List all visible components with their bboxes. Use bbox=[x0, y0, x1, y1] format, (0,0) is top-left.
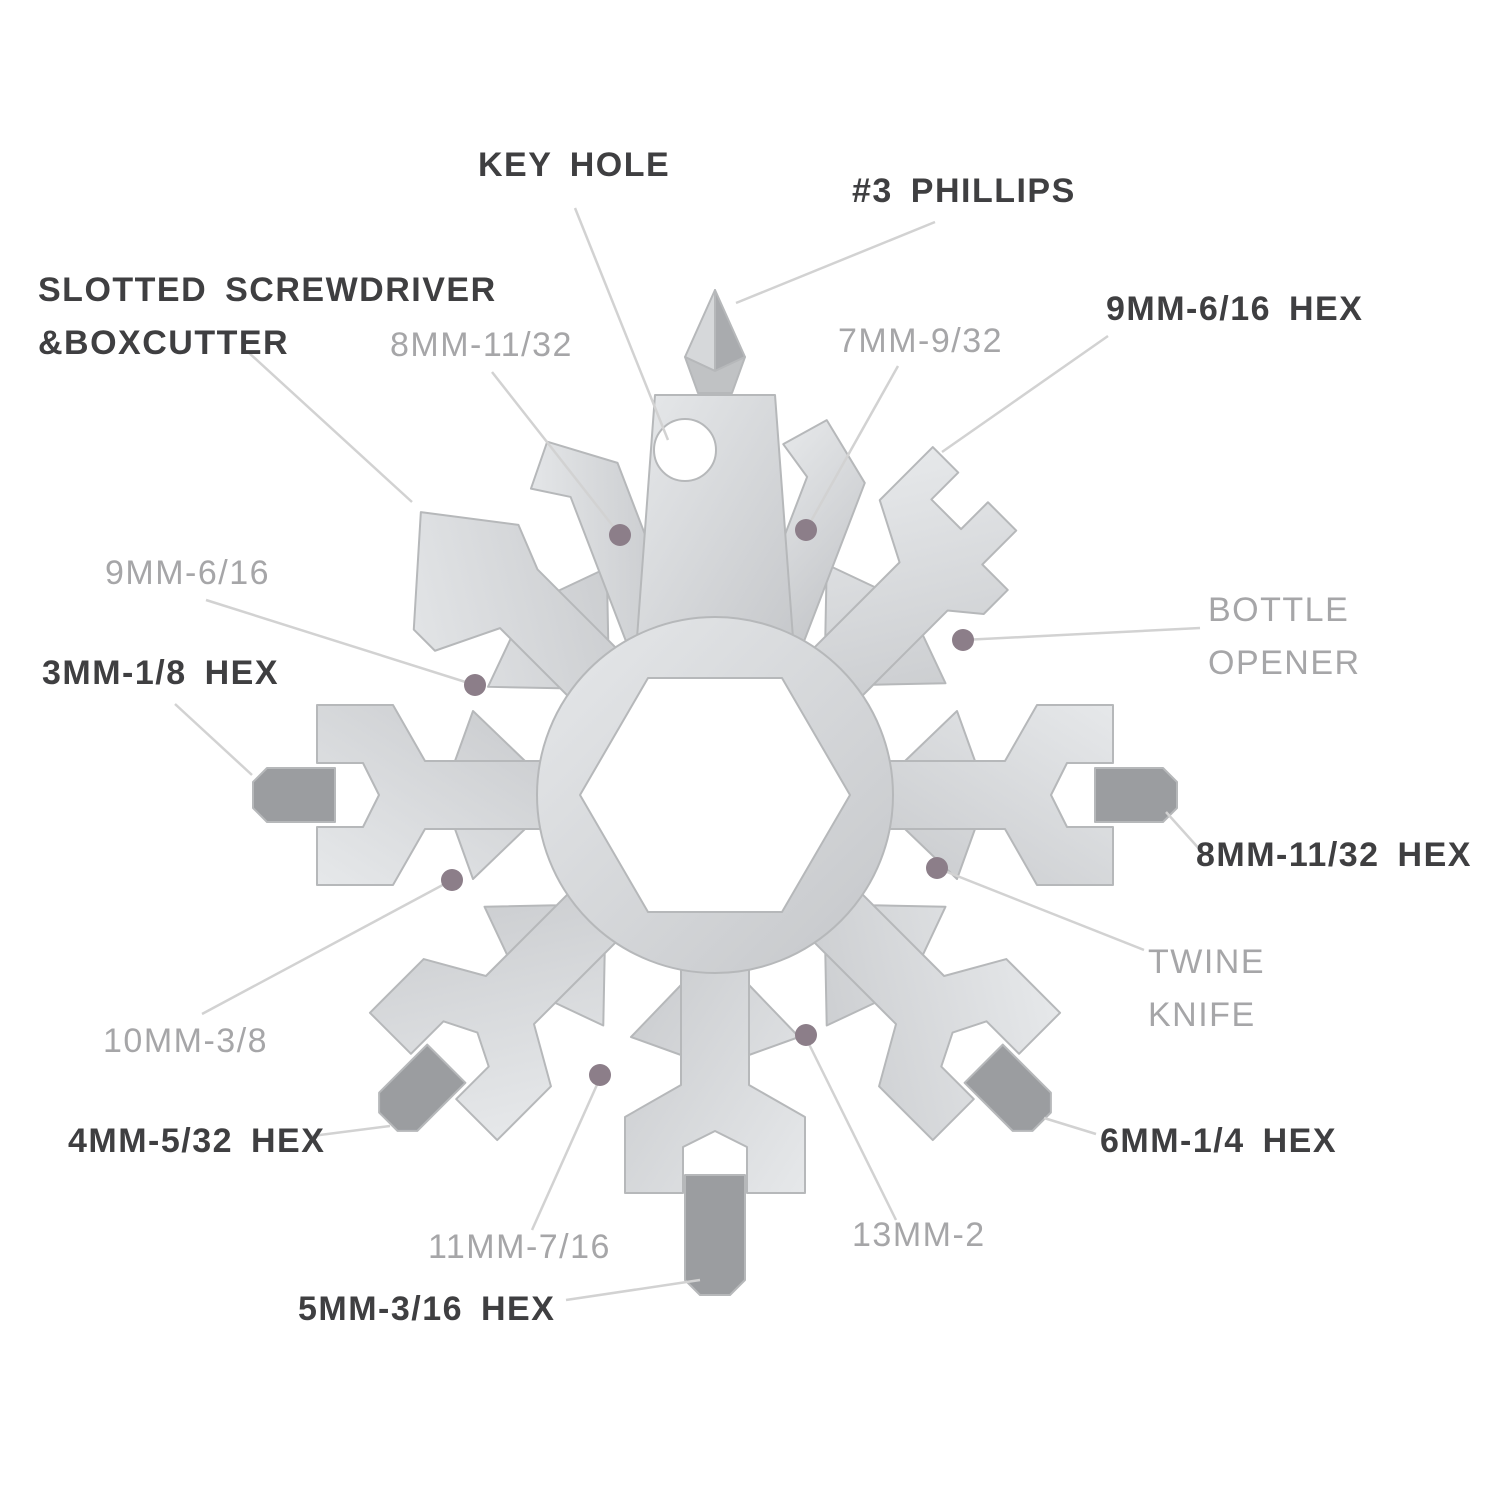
label-slotted-screwdriver-boxcutter: SLOTTED SCREWDRIVER &BOXCUTTER bbox=[38, 271, 497, 362]
leader-line bbox=[1165, 811, 1203, 853]
leader-line bbox=[201, 878, 453, 1016]
label-hex-4mm-5-32: 4MM-5/32 HEX bbox=[68, 1122, 326, 1160]
leader-line bbox=[936, 866, 1145, 952]
pointer-dot bbox=[464, 674, 486, 696]
pointer-dot bbox=[441, 869, 463, 891]
pointer-dot bbox=[795, 519, 817, 541]
leader-line bbox=[1043, 1116, 1097, 1136]
pointer-dot bbox=[795, 1024, 817, 1046]
leader-line bbox=[804, 1037, 898, 1221]
pointer-dot bbox=[589, 1064, 611, 1086]
leader-line bbox=[311, 1124, 391, 1138]
leader-line bbox=[530, 1077, 602, 1231]
label-wrench-9mm-6-16: 9MM-6/16 bbox=[105, 554, 271, 592]
leader-line bbox=[491, 371, 621, 536]
snowflake-tool bbox=[252, 289, 1178, 1296]
phillips-tip-base bbox=[684, 356, 746, 394]
label-twine-knife: TWINE KNIFE bbox=[1148, 943, 1266, 1034]
leader-line bbox=[174, 703, 253, 776]
leader-line bbox=[804, 365, 900, 531]
label-hex-5mm-3-16: 5MM-3/16 HEX bbox=[298, 1290, 556, 1328]
label-wrench-8mm-11-32: 8MM-11/32 bbox=[390, 326, 573, 364]
label-hex-3mm-1-8: 3MM-1/8 HEX bbox=[42, 654, 279, 692]
label-bottle-opener: BOTTLE OPENER bbox=[1208, 591, 1361, 682]
leader-line bbox=[573, 207, 670, 441]
label-wrench-13mm-2: 13MM-2 bbox=[852, 1216, 986, 1254]
label-hex-8mm-11-32: 8MM-11/32 HEX bbox=[1196, 836, 1472, 874]
leader-line bbox=[247, 351, 413, 503]
label-wrench-10mm-3-8: 10MM-3/8 bbox=[103, 1022, 269, 1060]
leader-line bbox=[941, 334, 1109, 454]
pointer-dot bbox=[926, 857, 948, 879]
leader-lines bbox=[174, 207, 1203, 1302]
label-wrench-11mm-7-16: 11MM-7/16 bbox=[428, 1228, 611, 1266]
keyhole bbox=[653, 418, 717, 482]
hex-socket bbox=[579, 677, 851, 913]
leader-line bbox=[565, 1278, 701, 1302]
pointer-dots bbox=[441, 519, 974, 1086]
leader-line bbox=[205, 598, 476, 687]
pointer-dot bbox=[609, 524, 631, 546]
leader-line bbox=[962, 626, 1201, 642]
leader-line bbox=[735, 220, 936, 305]
label-phillips-3: #3 PHILLIPS bbox=[852, 172, 1076, 210]
label-hex-6mm-1-4: 6MM-1/4 HEX bbox=[1100, 1122, 1337, 1160]
label-hex-9mm-6-16: 9MM-6/16 HEX bbox=[1106, 290, 1364, 328]
label-wrench-7mm-9-32: 7MM-9/32 bbox=[838, 322, 1004, 360]
pointer-dot bbox=[952, 629, 974, 651]
label-key-hole: KEY HOLE bbox=[478, 146, 671, 184]
